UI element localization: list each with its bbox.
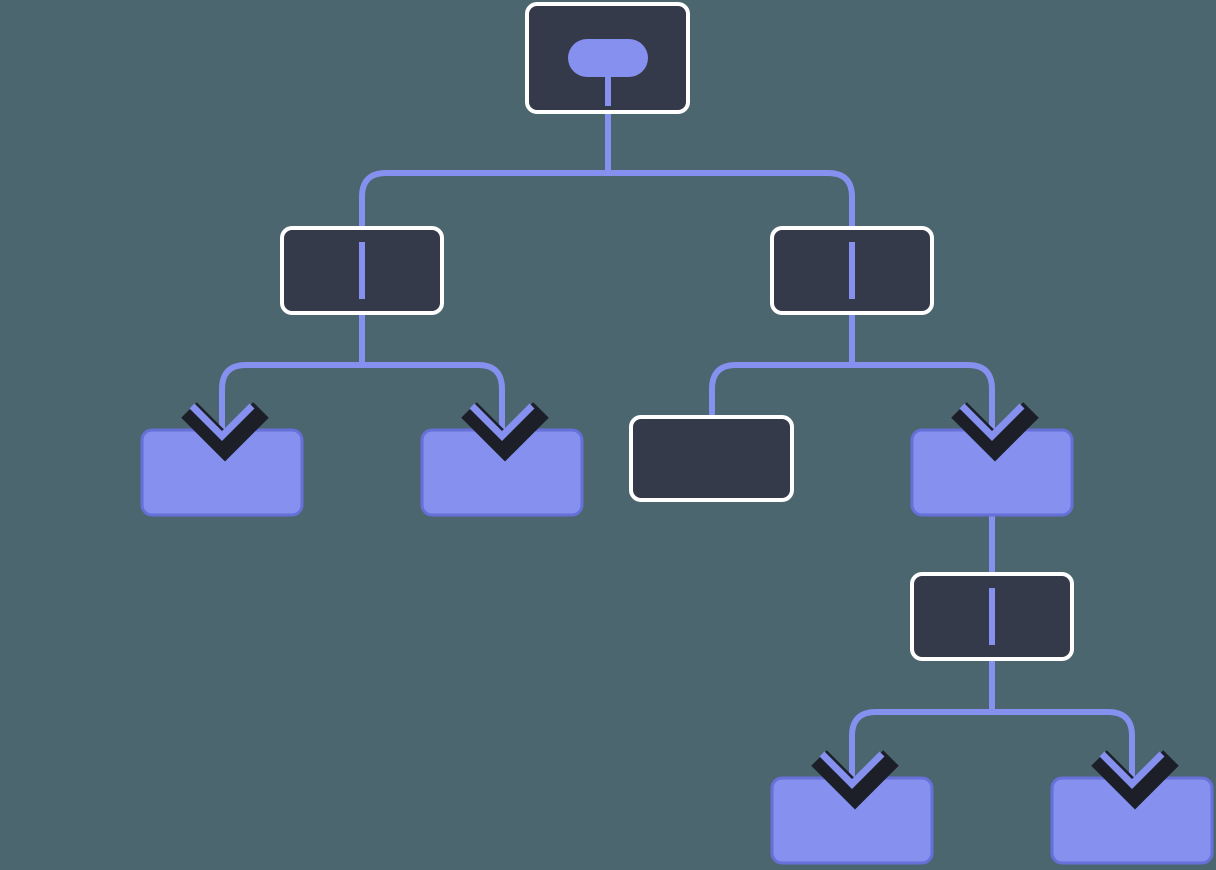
arrowhead-leaf-left xyxy=(811,750,899,810)
edge-level1-right-to-leaf-d xyxy=(852,362,995,438)
arrowhead-leaf-right xyxy=(1091,750,1179,810)
arrowhead-leaf-right-chevron xyxy=(1099,751,1165,789)
edge-level1-left-to-leaf-a xyxy=(219,362,362,438)
arrowhead-leaf-d-shadow-chevron xyxy=(951,402,1039,462)
arrowhead-leaf-b xyxy=(461,402,549,462)
arrowhead-leaf-right-shadow-chevron xyxy=(1091,750,1179,810)
arrowhead-leaf-d-chevron xyxy=(959,403,1025,441)
arrowhead-layer xyxy=(181,402,1179,810)
level2-dark-node[interactable] xyxy=(629,415,794,502)
arrowhead-leaf-d xyxy=(951,402,1039,462)
node-layer xyxy=(140,2,1214,865)
edge-level1-left-to-leaf-b xyxy=(362,362,505,438)
root-node[interactable] xyxy=(525,2,690,114)
arrowhead-leaf-left-shadow-chevron xyxy=(811,750,899,810)
arrowhead-leaf-a xyxy=(181,402,269,462)
level1-right-node[interactable] xyxy=(770,226,934,315)
edge-level1-right-to-dark-node xyxy=(709,362,852,415)
arrowhead-leaf-b-chevron xyxy=(469,403,535,441)
edge-level3-to-leaf-left xyxy=(849,709,992,786)
level1-left-node[interactable] xyxy=(280,226,444,315)
edge-level3-to-leaf-right xyxy=(992,709,1135,786)
level3-dark-node[interactable] xyxy=(910,572,1074,661)
arrowhead-leaf-b-shadow-chevron xyxy=(461,402,549,462)
arrowhead-leaf-a-chevron xyxy=(189,403,255,441)
arrowhead-leaf-left-chevron xyxy=(819,751,885,789)
edge-root-to-level1-left xyxy=(359,170,608,313)
arrowhead-leaf-a-shadow-chevron xyxy=(181,402,269,462)
level2-dark-node-shape xyxy=(629,415,794,502)
edge-root-to-level1-right xyxy=(608,170,855,313)
